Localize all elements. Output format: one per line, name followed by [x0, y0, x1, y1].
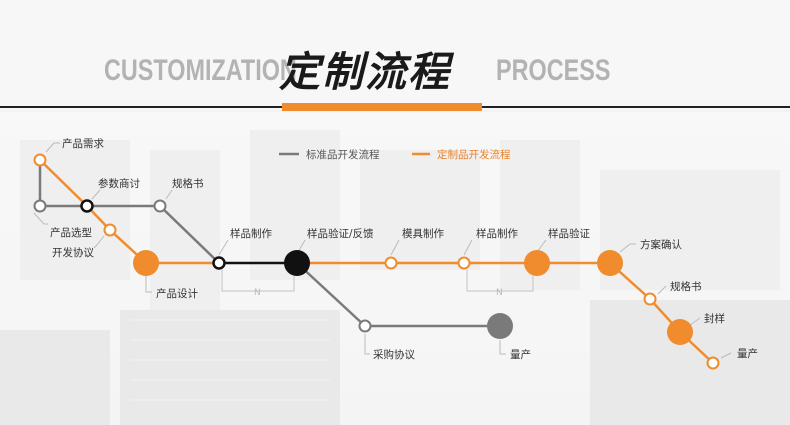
label-spec-sheet-2: 规格书 — [670, 280, 702, 293]
title-en-left: CUSTOMIZATION — [104, 54, 297, 87]
label-param-negotiation: 参数商讨 — [98, 177, 140, 190]
label-sample-verify-feedback: 样品验证/反馈 — [307, 227, 374, 240]
node-mass-production-1 — [706, 356, 720, 370]
standard-path — [38, 160, 500, 328]
node-product-demand — [33, 153, 47, 167]
label-mold-making: 模具制作 — [402, 227, 444, 240]
label-leaders — [33, 142, 732, 359]
label-spec-sheet-1: 规格书 — [172, 177, 204, 190]
standard-line-top — [38, 160, 220, 264]
label-product-design: 产品设计 — [156, 287, 198, 300]
label-sample-verify: 样品验证 — [548, 227, 590, 240]
loop-bracket-1 — [221, 270, 295, 292]
node-sample-making-1 — [212, 256, 226, 270]
title-cn: 定制流程 — [279, 48, 451, 96]
title-en-right: PROCESS — [496, 54, 611, 87]
label-mass-production-2: 量产 — [510, 348, 531, 361]
node-plan-confirm — [597, 250, 623, 276]
label-product-selection: 产品选型 — [50, 226, 92, 239]
node-product-design — [133, 250, 159, 276]
node-labels: 产品需求 参数商讨 规格书 产品选型 开发协议 产品设计 样品制作 样品验证/反… — [50, 137, 758, 361]
legend: 标准品开发流程 定制品开发流程 — [279, 148, 511, 161]
node-seal-sample — [667, 319, 693, 345]
loop-bracket-2 — [466, 270, 534, 292]
custom-line-right — [609, 262, 714, 364]
label-dev-agreement: 开发协议 — [52, 246, 94, 259]
label-seal-sample: 封样 — [704, 312, 725, 325]
node-spec-sheet-2 — [643, 292, 657, 306]
node-product-selection — [33, 199, 47, 213]
label-plan-confirm: 方案确认 — [640, 238, 682, 251]
label-sample-making-1: 样品制作 — [230, 227, 272, 240]
node-param-negotiation — [80, 199, 94, 213]
node-mold-making — [384, 256, 398, 270]
node-spec-sheet-1 — [153, 199, 167, 213]
node-dev-agreement — [103, 223, 117, 237]
nodes — [33, 153, 720, 370]
legend-custom-label: 定制品开发流程 — [437, 148, 511, 161]
legend-standard-label: 标准品开发流程 — [306, 148, 380, 161]
node-sample-verify-feedback — [284, 250, 310, 276]
loop-mark-2: N — [496, 288, 503, 298]
node-sample-verify — [524, 250, 550, 276]
standard-line-down — [296, 262, 366, 327]
label-mass-production-1: 量产 — [737, 347, 758, 360]
header: CUSTOMIZATION 定制流程 PROCESS — [0, 0, 790, 112]
node-purchase-agreement — [358, 319, 372, 333]
label-purchase-agreement: 采购协议 — [373, 348, 415, 361]
node-mass-production-2 — [487, 313, 513, 339]
node-sample-making-2 — [457, 256, 471, 270]
loop-mark-1: N — [254, 288, 261, 298]
header-accent-bar — [282, 103, 482, 111]
label-product-demand: 产品需求 — [62, 137, 104, 150]
label-sample-making-2: 样品制作 — [476, 227, 518, 240]
